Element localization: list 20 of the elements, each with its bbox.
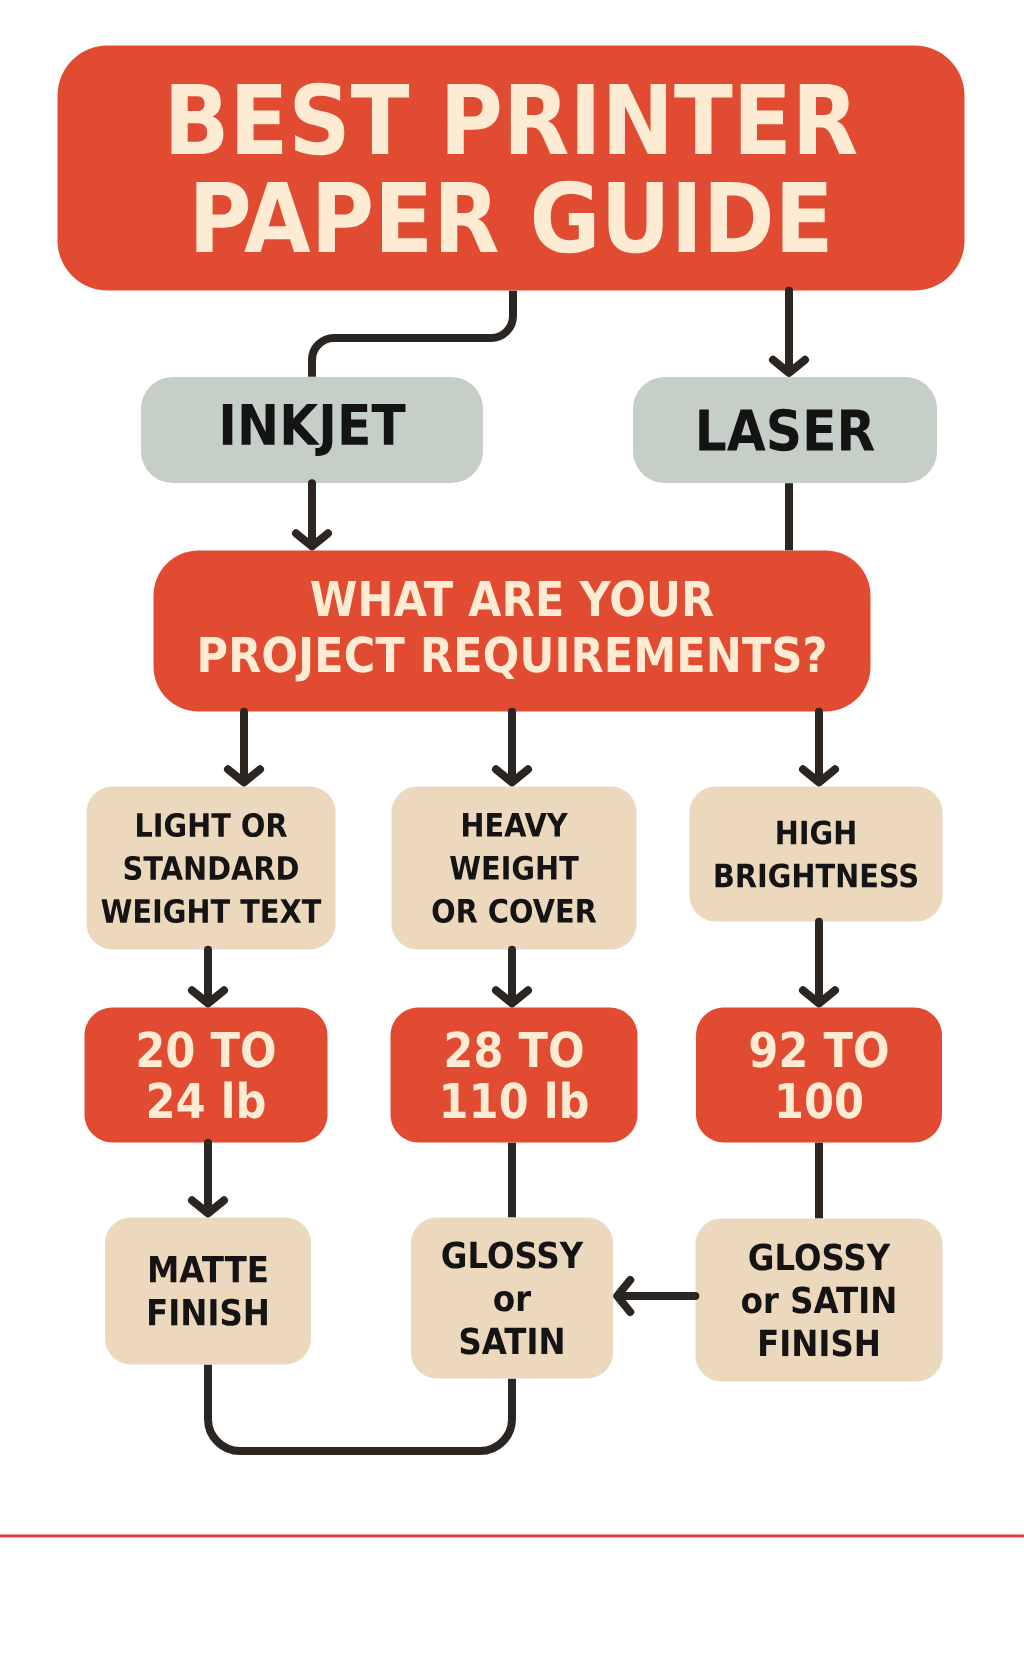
result-box: MATTE FINISH: [105, 1217, 311, 1365]
result-box: GLOSSY or SATIN: [411, 1217, 613, 1379]
range-box: 20 TO 24 lb: [84, 1007, 328, 1143]
arrow: [492, 707, 532, 787]
process-box: LIGHT OR STANDARD WEIGHT TEXT: [86, 786, 336, 950]
arrow: [769, 286, 809, 377]
result-box: GLOSSY or SATIN FINISH: [695, 1218, 943, 1382]
arrow: [799, 707, 839, 787]
arrow: [799, 917, 839, 1008]
range-box: 28 TO 110 lb: [390, 1007, 638, 1143]
title-box: BEST PRINTER PAPER GUIDE: [57, 45, 965, 291]
option-box: LASER: [633, 377, 937, 483]
arrow: [224, 707, 264, 787]
question-box: WHAT ARE YOUR PROJECT REQUIREMENTS?: [153, 550, 871, 712]
range-box: 92 TO 100: [696, 1007, 942, 1143]
option-box: INKJET: [141, 377, 483, 483]
arrow: [613, 1276, 700, 1316]
process-box: HEAVY WEIGHT OR COVER: [391, 786, 637, 950]
process-box: HIGH BRIGHTNESS: [689, 786, 943, 922]
arrow: [188, 1138, 228, 1218]
